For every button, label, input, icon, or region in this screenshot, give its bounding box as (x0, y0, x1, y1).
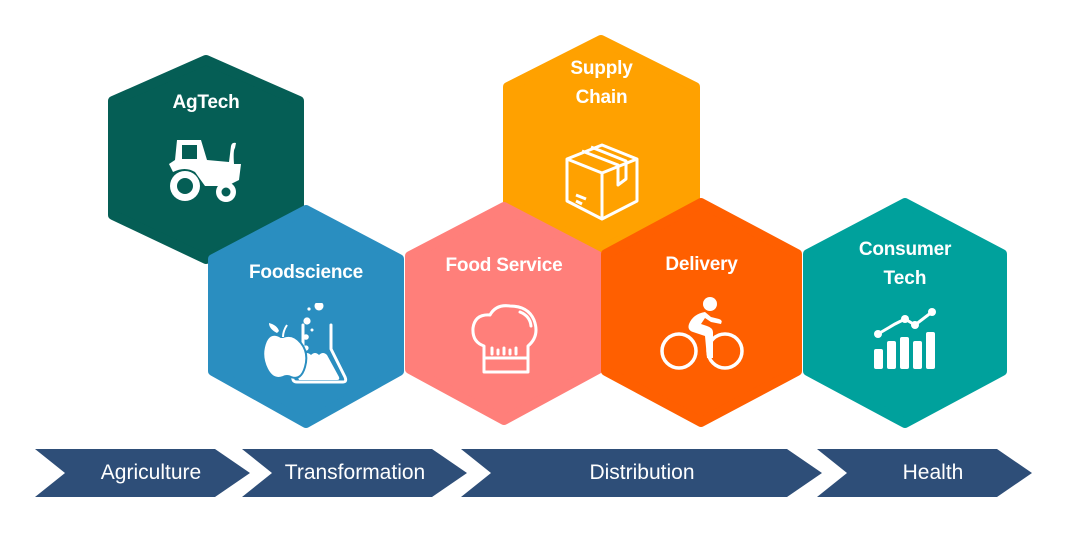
hex-delivery: Delivery (601, 198, 802, 427)
stage-label: Agriculture (100, 461, 202, 484)
hex-label: Foodscience (249, 262, 363, 283)
hexagon-shape (601, 198, 802, 427)
hex-foodscience: Foodscience (208, 205, 404, 428)
hex-label-line-2: Chain (575, 87, 628, 108)
hex-agtech: AgTech (108, 55, 304, 264)
stage-arrow-distribution: Distribution (461, 448, 823, 498)
chevron-shape (817, 449, 1032, 497)
hex-supply-chain: Supply Chain (503, 35, 700, 255)
hexagon-shape (405, 202, 603, 425)
hexagon-shape (803, 198, 1007, 428)
growth-chart-icon (873, 305, 939, 376)
hexagon-shape (208, 205, 404, 428)
cyclist-icon (659, 296, 745, 379)
stage-arrow-transformation: Transformation (242, 448, 468, 498)
stage-label: Transformation (284, 461, 426, 484)
hex-label-line-1: Consumer (858, 239, 952, 260)
hex-label: Delivery (665, 254, 738, 275)
hex-food-service: Food Service (405, 202, 603, 425)
package-box-icon (564, 137, 640, 228)
chevron-shape (35, 449, 250, 497)
hex-label-line-1: Supply (570, 58, 633, 79)
tractor-icon (165, 138, 245, 213)
apple-flask-icon (261, 301, 353, 390)
chevron-shape (242, 449, 467, 497)
hex-consumer-tech: Consumer (803, 198, 1007, 428)
chef-hat-icon (470, 300, 542, 381)
hex-label: AgTech (172, 92, 240, 113)
chevron-shape (461, 449, 822, 497)
stage-arrow-agriculture: Agriculture (35, 448, 251, 498)
stage-label: Health (902, 461, 964, 484)
stage-arrow-health: Health (817, 448, 1033, 498)
stage-label: Distribution (589, 461, 695, 484)
hex-label-consumer-tech-line-2: Tech (883, 268, 927, 289)
hex-label: Food Service (445, 255, 563, 276)
